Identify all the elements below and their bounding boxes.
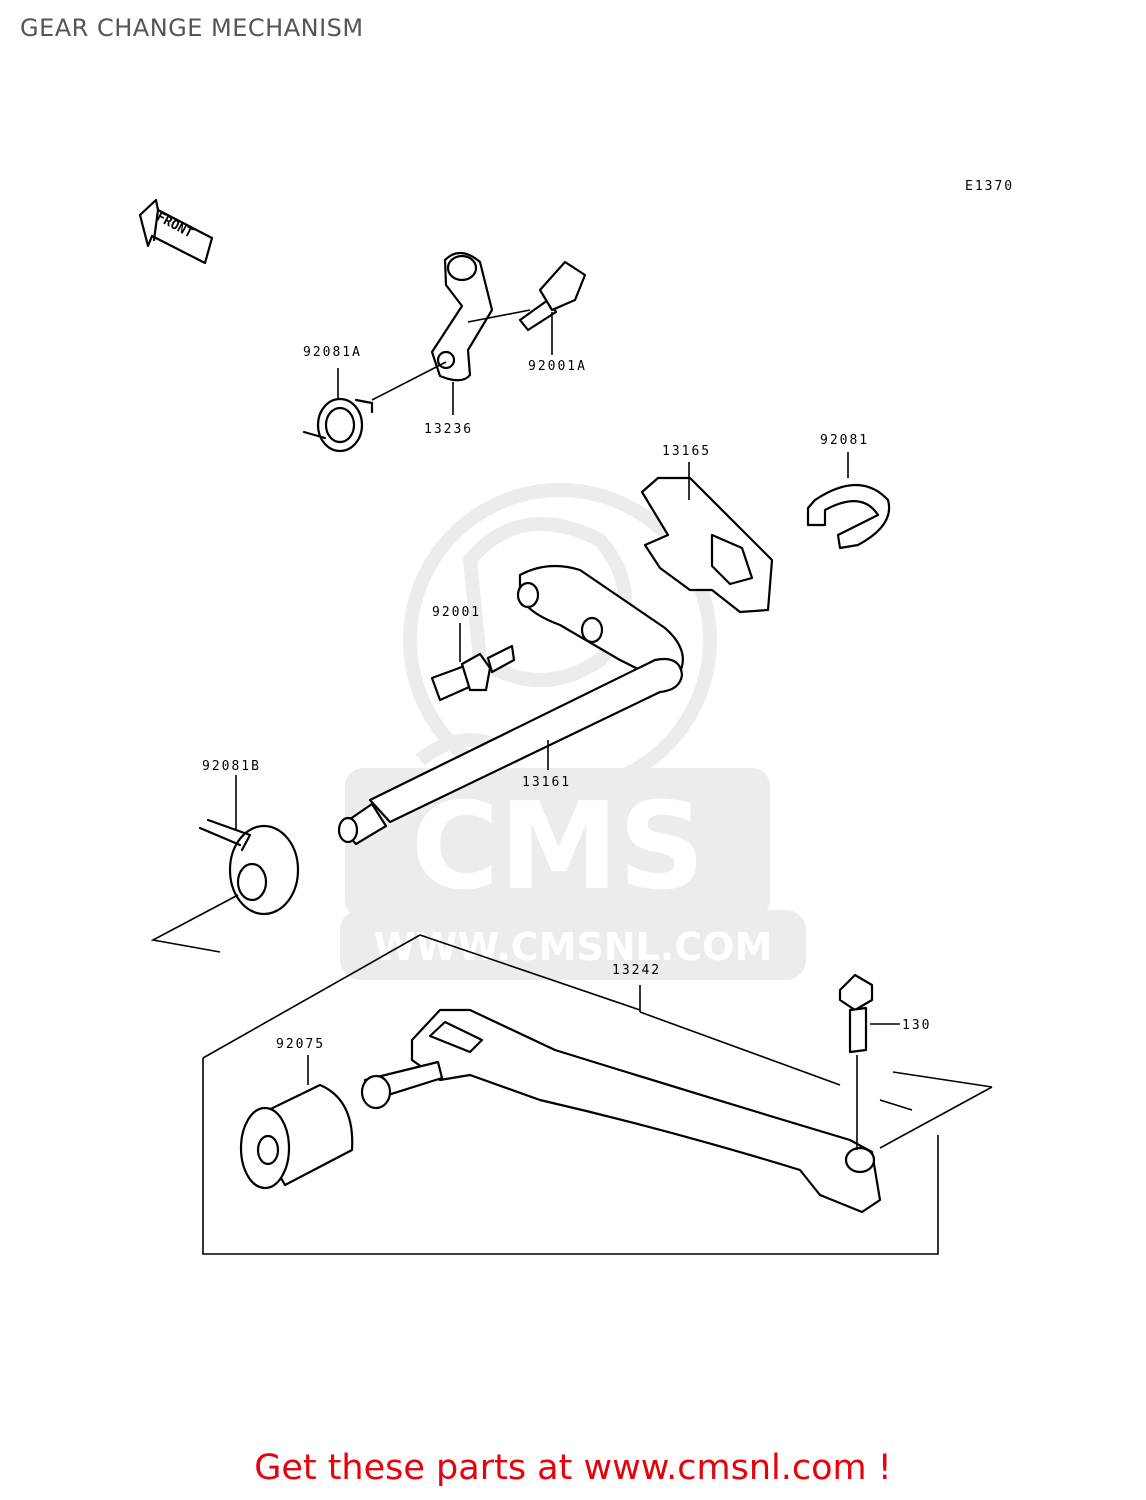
footer-promo-text: Get these parts at www.cmsnl.com ! bbox=[254, 1448, 892, 1488]
label-13165: 13165 bbox=[662, 444, 711, 459]
label-92081B: 92081B bbox=[202, 759, 261, 774]
label-13161: 13161 bbox=[522, 775, 571, 790]
label-13236: 13236 bbox=[424, 422, 473, 437]
leader-lines bbox=[150, 309, 993, 1255]
part-13165-plate bbox=[640, 476, 774, 614]
watermark-brand: CMS bbox=[411, 778, 705, 917]
part-92075-rubber bbox=[239, 1083, 354, 1190]
watermark-url: WWW.CMSNL.COM bbox=[374, 925, 773, 969]
label-92001A: 92001A bbox=[528, 359, 587, 374]
watermark-logo: CMS WWW.CMSNL.COM bbox=[340, 483, 806, 980]
label-130: 130 bbox=[902, 1018, 931, 1033]
label-92001: 92001 bbox=[432, 605, 481, 620]
label-13242: 13242 bbox=[612, 963, 661, 978]
part-92081-clip bbox=[806, 483, 891, 550]
part-13161-shaft bbox=[337, 564, 684, 846]
page-title: GEAR CHANGE MECHANISM bbox=[20, 14, 364, 42]
label-92081: 92081 bbox=[820, 433, 869, 448]
label-92081A: 92081A bbox=[303, 345, 362, 360]
diagram-code: E1370 bbox=[965, 179, 1014, 194]
part-13236-bracket bbox=[430, 251, 494, 382]
part-92001A-bolt bbox=[518, 260, 587, 332]
part-92001-pin bbox=[430, 644, 516, 702]
front-arrow-icon: FRONT bbox=[138, 198, 214, 265]
part-92081A-spring bbox=[302, 397, 374, 453]
part-130-bolt bbox=[838, 973, 874, 1054]
label-92075: 92075 bbox=[276, 1037, 325, 1052]
part-92081B-spring bbox=[198, 818, 300, 916]
part-13242-lever bbox=[360, 1008, 882, 1214]
